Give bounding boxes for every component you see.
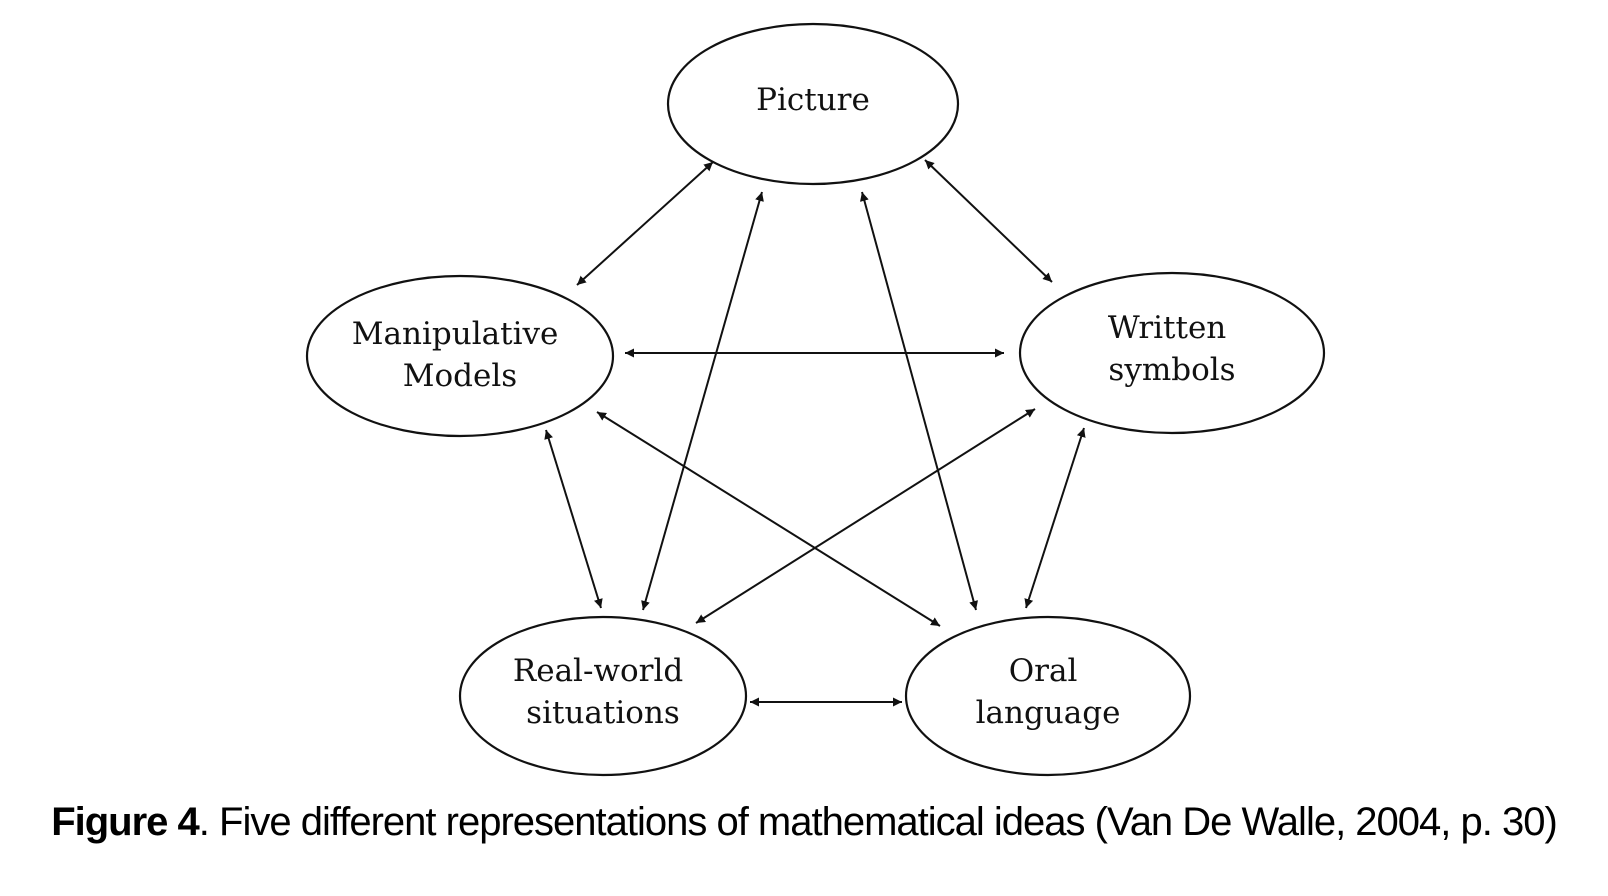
- node-written-symbols-label: Written symbols: [1108, 310, 1236, 388]
- edge-picture-manipulative: [576, 161, 714, 286]
- node-manipulative-models-ellipse: [305, 274, 615, 438]
- node-real-world-situations-label: Real-world situations: [513, 653, 693, 731]
- node-oral-language: Oral language: [904, 615, 1192, 777]
- node-oral-language-label: Oral language: [976, 653, 1121, 731]
- node-real-world-situations-ellipse: [458, 615, 748, 777]
- edges-layer: [544, 159, 1086, 707]
- node-real-world-situations: Real-world situations: [458, 615, 748, 777]
- node-picture-ellipse: [666, 22, 960, 186]
- edge-picture-realworld: [641, 191, 764, 611]
- node-written-symbols: Written symbols: [1018, 271, 1326, 435]
- node-manipulative-models-label: Manipulative Models: [352, 316, 568, 394]
- edge-written-oral: [1024, 427, 1086, 609]
- nodes-layer: Picture Manipulative Models Written symb…: [305, 22, 1326, 777]
- node-picture: Picture: [666, 22, 960, 186]
- representations-diagram: Picture Manipulative Models Written symb…: [305, 22, 1326, 777]
- figure-label: Figure 4: [51, 800, 200, 844]
- node-picture-label: Picture: [756, 82, 870, 118]
- edge-picture-oral: [860, 191, 978, 611]
- node-manipulative-models: Manipulative Models: [305, 274, 615, 438]
- figure-caption: Figure 4. Five different representations…: [0, 800, 1608, 845]
- edge-written-realworld: [695, 408, 1036, 624]
- edge-picture-written: [924, 159, 1053, 283]
- node-written-symbols-ellipse: [1018, 271, 1326, 435]
- figure-caption-text: . Five different representations of math…: [198, 800, 1558, 844]
- edge-manipulative-realworld: [544, 429, 603, 609]
- node-oral-language-ellipse: [904, 615, 1192, 777]
